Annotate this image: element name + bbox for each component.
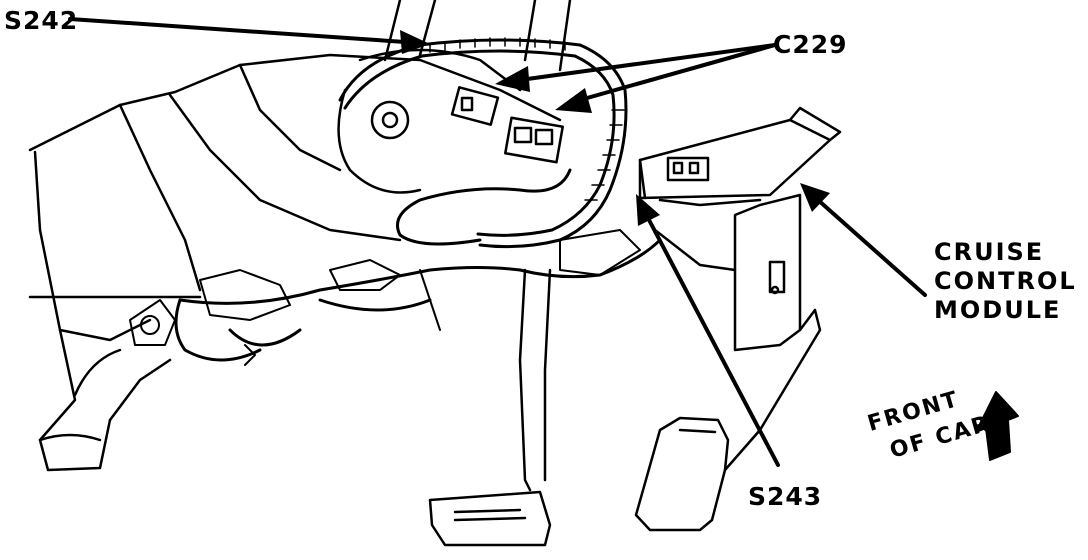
accelerator-pedal bbox=[634, 308, 822, 532]
cruise-module-box bbox=[638, 106, 842, 207]
steering-column bbox=[337, 0, 572, 194]
s243-arrowhead bbox=[636, 194, 660, 226]
front-direction-arrow-icon bbox=[975, 391, 1019, 461]
brake-pedal bbox=[428, 268, 552, 547]
s242-arrowhead bbox=[400, 30, 430, 54]
cruise-label-line1: CRUISE bbox=[934, 238, 1045, 266]
c229-arrowhead-2 bbox=[555, 88, 592, 113]
cruise-label-line2: CONTROL bbox=[934, 267, 1077, 295]
s243-label: S243 bbox=[748, 482, 823, 511]
cruise-arrowhead bbox=[800, 183, 830, 212]
c229-connectors bbox=[450, 86, 564, 164]
s242-leader bbox=[68, 17, 407, 44]
instrument-panel bbox=[28, 53, 562, 472]
s243-leader bbox=[646, 216, 780, 467]
c229-arrowhead-1 bbox=[495, 66, 530, 92]
c229-leaders bbox=[518, 43, 777, 102]
cruise-leader bbox=[816, 198, 927, 297]
s242-label: S242 bbox=[4, 6, 79, 35]
misc-details bbox=[129, 229, 641, 366]
c229-label: C229 bbox=[773, 30, 848, 59]
harness-texture bbox=[429, 37, 625, 201]
cruise-control-module-label: CRUISE CONTROL MODULE bbox=[934, 238, 1077, 325]
cruise-label-line3: MODULE bbox=[934, 296, 1062, 324]
